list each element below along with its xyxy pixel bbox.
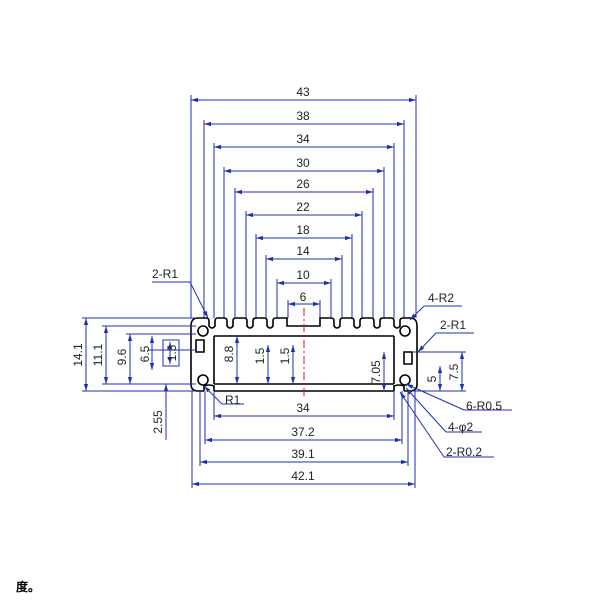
dim-width-22: 22 [296,200,310,214]
callout-6-r0-5: 6-R0.5 [466,399,502,413]
dim-width-34-top: 34 [296,132,310,146]
dim-width-30: 30 [296,156,310,170]
dim-height-14-1: 14.1 [71,343,85,367]
dim-width-38: 38 [296,109,310,123]
dim-height-9-6: 9.6 [115,348,129,365]
callouts: 2-R1 4-R2 2-R1 R1 6-R0.5 4-φ2 2-R0.2 [152,267,512,459]
right-height-dimensions: 7.05 5 7.5 [369,351,466,392]
dim-height-7-05: 7.05 [369,360,383,384]
dim-width-43: 43 [296,85,310,99]
dim-height-1-5-c: 1.5 [278,347,292,364]
dim-height-1-5-b: 1.5 [253,347,267,364]
dim-height-1-5-a: 1.5 [165,344,179,361]
extrusion-profile [190,308,418,396]
footer-text: 度。 [16,580,41,594]
left-height-dimensions: 14.1 11.1 9.6 6.5 1.5 8.8 1.5 1.5 2.55 [71,317,296,440]
dim-width-39-1: 39.1 [291,447,315,461]
callout-r1-bottom: R1 [225,393,241,407]
callout-2-r1-right: 2-R1 [440,318,466,332]
top-dimension-stack: 43 38 34 30 26 22 18 14 10 6 [190,85,417,318]
callout-4-phi2: 4-φ2 [448,420,473,434]
bottom-dimension-stack: 34 37.2 39.1 42.1 [191,391,416,488]
dim-width-18: 18 [296,223,310,237]
dim-width-14: 14 [296,244,310,258]
callout-2-r0-2: 2-R0.2 [446,445,482,459]
dim-height-8-8: 8.8 [222,345,236,362]
dim-height-7-5: 7.5 [447,363,461,380]
dim-height-2-55: 2.55 [151,410,165,434]
callout-2-r1-top-left: 2-R1 [152,267,178,281]
dim-height-6-5: 6.5 [138,345,152,362]
dim-width-34-bottom: 34 [296,401,310,415]
dim-width-6: 6 [300,290,307,304]
dim-height-11-1: 11.1 [91,343,105,366]
dim-width-37-2: 37.2 [291,425,315,439]
dim-width-42-1: 42.1 [291,469,315,483]
dim-width-26: 26 [296,177,310,191]
dim-height-5: 5 [425,375,439,382]
callout-4-r2: 4-R2 [428,291,454,305]
dim-width-10: 10 [296,268,310,282]
